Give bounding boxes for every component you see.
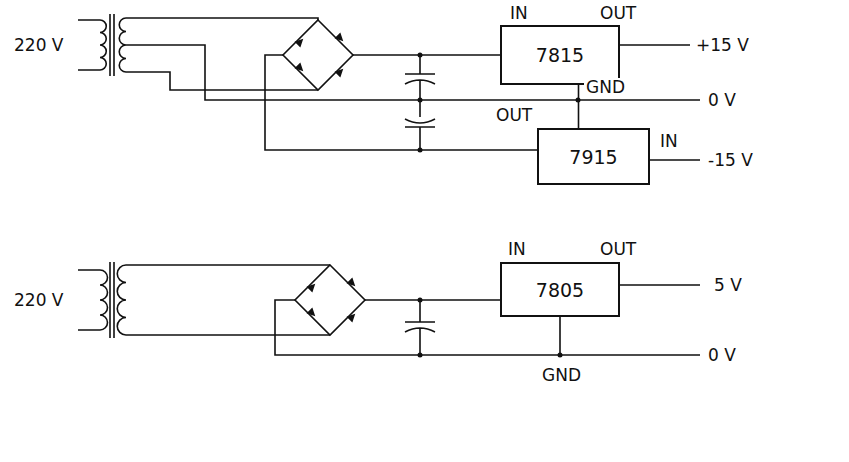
ground-wire (578, 85, 580, 128)
pin-label: -15 V (706, 151, 755, 170)
transformer-primary (100, 270, 108, 330)
pin-label: OUT (494, 106, 534, 125)
transformer-leads (78, 20, 100, 70)
capacitor-neg (405, 100, 435, 150)
regulator-box: 7815 (500, 25, 620, 85)
capacitor-top (405, 55, 435, 100)
regulator-number: 7915 (569, 146, 617, 168)
pin-label: OUT (598, 4, 638, 23)
transformer-secondary (119, 18, 126, 72)
transformer-secondary (117, 265, 126, 335)
pin-label: IN (506, 240, 528, 259)
pin-label: GND (584, 78, 627, 97)
pin-label: IN (508, 4, 530, 23)
pin-label: 220 V (12, 36, 65, 55)
pin-label: +15 V (694, 36, 751, 55)
pin-label: 220 V (12, 291, 65, 310)
diodes (308, 279, 354, 321)
transformer-primary (100, 20, 106, 70)
transformer-leads (78, 270, 100, 330)
capacitor (405, 300, 435, 355)
pin-label: 5 V (712, 276, 744, 295)
transformer-core (110, 14, 114, 76)
pin-label: 0 V (706, 346, 738, 365)
transformer-core (110, 262, 114, 338)
diodes (296, 34, 342, 76)
pin-label: GND (540, 366, 583, 385)
pin-label: 0 V (706, 91, 738, 110)
regulator-box: 7805 (500, 262, 620, 317)
regulator-number: 7805 (536, 279, 584, 301)
regulator-number: 7815 (536, 44, 584, 66)
pin-label: OUT (598, 240, 638, 259)
bridge-rectifier (283, 20, 353, 90)
regulator-box: 7915 (537, 128, 650, 185)
bridge-rectifier (295, 265, 365, 335)
pin-label: IN (658, 132, 680, 151)
